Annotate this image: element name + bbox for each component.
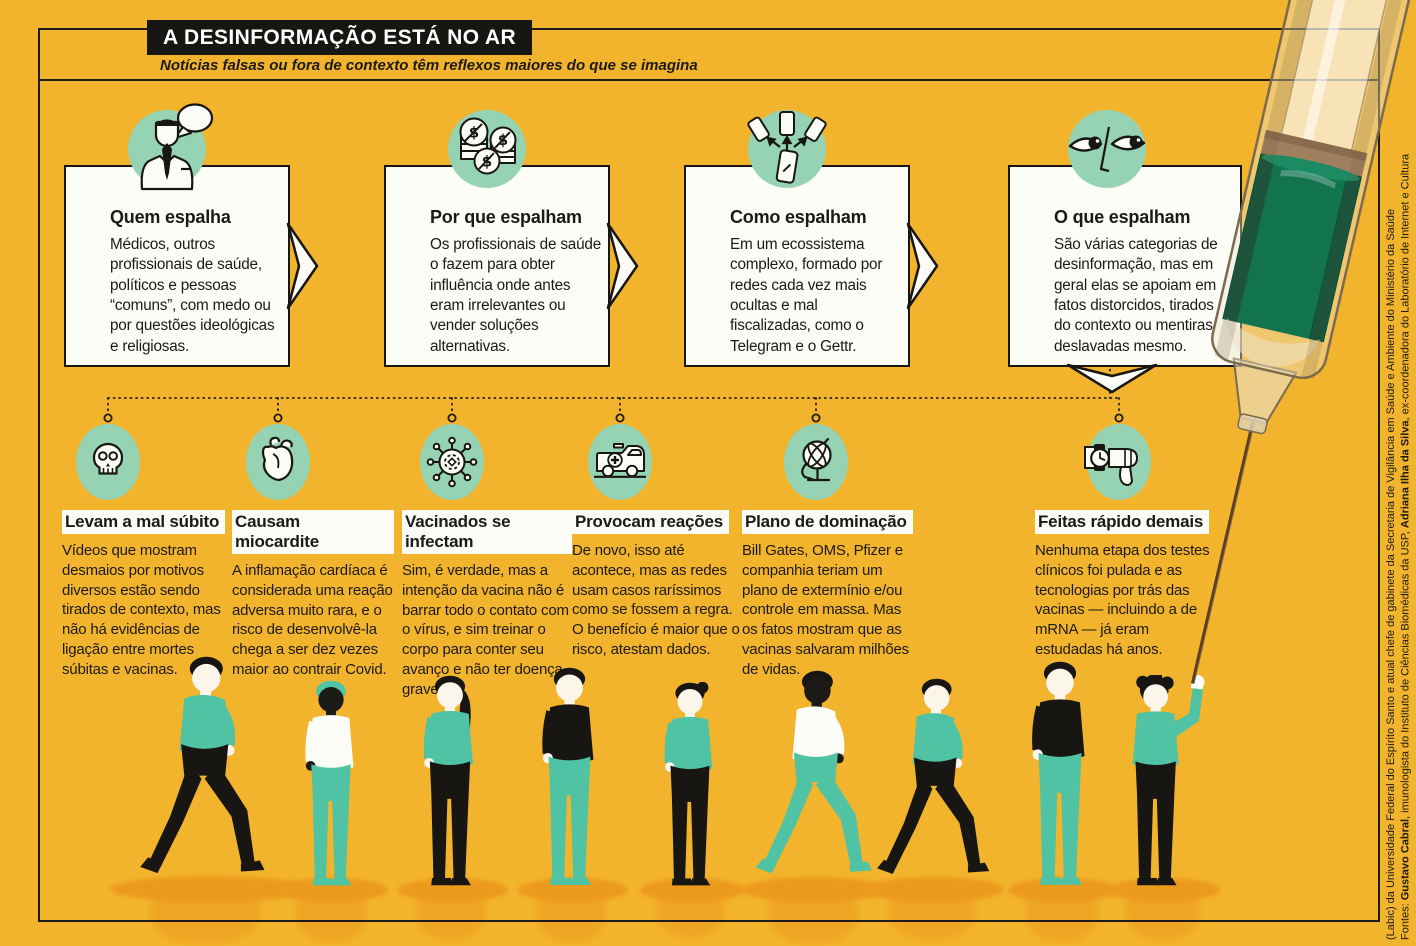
person-tall-man — [1014, 661, 1106, 891]
person-woman-headwrap — [288, 680, 374, 891]
skull-icon — [76, 424, 140, 500]
box-title: O que espalham — [1054, 207, 1191, 227]
money-coins-icon: $$$ — [448, 110, 526, 188]
person-reflection — [888, 882, 976, 940]
box-o-que-espalham: O que espalham São várias categorias de … — [1008, 110, 1242, 394]
box-por-que-espalham: $$$ Por que espalham Os profissionais de… — [384, 110, 639, 367]
svg-text:$: $ — [482, 153, 492, 171]
myth-dominacao: Plano de dominação Bill Gates, OMS, Pfiz… — [742, 424, 914, 680]
person-reflection — [536, 882, 606, 942]
header-rule — [38, 79, 1378, 81]
watch-thumbsdown-icon — [1084, 424, 1151, 500]
person-man-black-top — [524, 667, 615, 891]
sources-line-2: (Labic) da Universidade Federal do Espír… — [1385, 208, 1398, 940]
myth-title: Vacinados se infectam — [402, 510, 572, 554]
sources-credit: Fontes: Gustavo Cabral, imunologista do … — [1384, 84, 1413, 940]
svg-text:$: $ — [469, 124, 479, 142]
person-reflection — [1026, 882, 1098, 942]
box-text: Médicos, outros profissionais de saúde, … — [110, 236, 275, 355]
arrow-down-icon — [1066, 363, 1158, 394]
person-raising-hand — [1112, 675, 1208, 891]
box-text: Os profissionais de saúde o fazem para o… — [430, 236, 602, 355]
page-title: A DESINFORMAÇÃO ESTÁ NO AR — [147, 20, 533, 55]
box-title: Quem espalha — [110, 207, 231, 227]
person-reflection — [295, 882, 367, 942]
myth-text: Nenhuma etapa dos testes clínicos foi pu… — [1035, 542, 1210, 658]
arrow-right-icon — [906, 222, 939, 310]
person-woman-longhair — [406, 675, 494, 891]
myth-title: Plano de dominação — [742, 510, 913, 534]
share-phones-icon — [747, 110, 827, 188]
myth-reacoes: Provocam reações De novo, isso até acont… — [572, 424, 740, 660]
heart-icon — [246, 424, 310, 500]
globe-icon — [784, 424, 848, 500]
myth-title: Feitas rápido demais — [1035, 510, 1210, 534]
person-reflection — [416, 882, 486, 940]
myth-miocardite: Causam miocardite A inflamação cardíaca … — [232, 424, 394, 680]
box-text: Em um ecossistema complexo, formado por … — [730, 236, 883, 355]
person-reflection — [656, 882, 724, 938]
box-title: Como espalham — [730, 207, 867, 227]
person-reflection — [150, 880, 260, 944]
myth-rapido-demais: Feitas rápido demais Nenhuma etapa dos t… — [1035, 424, 1210, 660]
myth-text: Vídeos que mostram desmaios por motivos … — [62, 542, 221, 678]
page-subtitle: Notícias falsas ou fora de contexto têm … — [160, 57, 698, 74]
ambulance-icon — [588, 424, 652, 500]
virus-icon — [420, 424, 484, 500]
person-woman-bun — [648, 682, 732, 891]
box-quem-espalha: Quem espalha Médicos, outros profissiona… — [64, 103, 319, 367]
myth-title: Causam miocardite — [232, 510, 394, 554]
box-title: Por que espalham — [430, 207, 582, 227]
myth-title: Levam a mal súbito — [62, 510, 226, 534]
arrow-right-icon — [286, 222, 319, 310]
myth-infectam: Vacinados se infectam Sim, é verdade, ma… — [402, 424, 572, 700]
person-walking-man — [128, 656, 272, 892]
sources-line-1: Fontes: Gustavo Cabral, imunologista do … — [1399, 153, 1412, 940]
myth-text: De novo, isso até acontece, mas as redes… — [572, 542, 740, 658]
suspicious-eyes-icon — [1068, 110, 1146, 188]
myth-text: A inflamação cardíaca é considerada uma … — [232, 562, 393, 678]
person-reflection — [768, 882, 858, 944]
myth-text: Bill Gates, OMS, Pfizer e companhia teri… — [742, 542, 909, 678]
box-text: São várias categorias de desinformação, … — [1054, 236, 1218, 355]
myth-text: Sim, é verdade, mas a intenção da vacina… — [402, 562, 569, 698]
svg-text:$: $ — [498, 131, 508, 149]
myth-title: Provocam reações — [572, 510, 729, 534]
person-walking-woman — [866, 678, 996, 891]
person-walking-man-white-shirt — [744, 670, 879, 891]
arrow-right-icon — [606, 222, 639, 310]
person-reflection — [1126, 882, 1200, 940]
doctor-speech-icon — [128, 103, 214, 191]
box-como-espalham: Como espalham Em um ecossistema complexo… — [684, 110, 939, 367]
myth-mal-subito: Levam a mal súbito Vídeos que mostram de… — [62, 424, 230, 680]
